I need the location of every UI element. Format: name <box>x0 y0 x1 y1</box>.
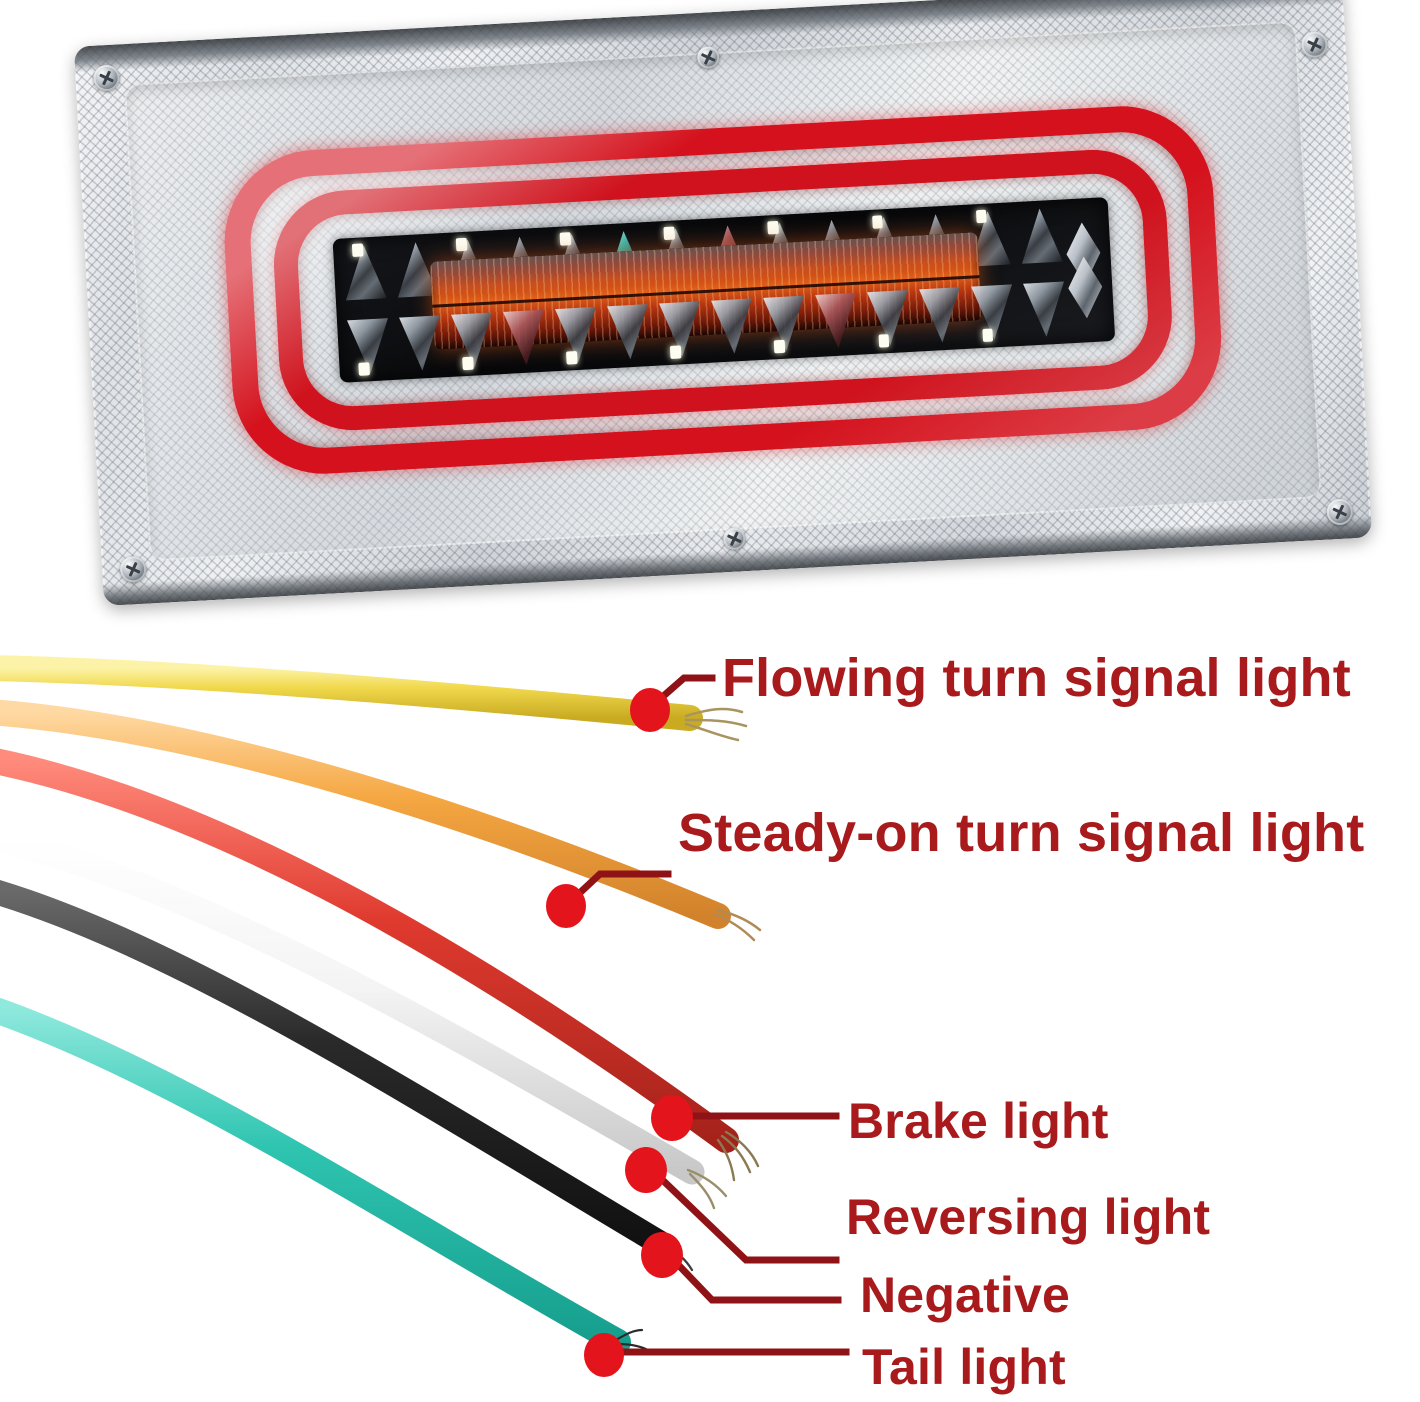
marker-reversing <box>625 1147 667 1193</box>
marker-brake <box>651 1095 693 1141</box>
inner-lens-step <box>123 20 1323 562</box>
chrome-arrow-icon <box>1067 256 1104 320</box>
leader-lines <box>565 674 850 1356</box>
callout-label-flowing: Flowing turn signal light <box>722 648 1351 708</box>
wire-harness-diagram <box>0 655 850 1377</box>
wire-white-strands <box>686 1168 728 1210</box>
prism-reflector <box>863 286 915 351</box>
prism-reflector <box>967 280 1019 345</box>
wire-white <box>0 827 705 1185</box>
wire-orange-strands <box>712 908 762 942</box>
wire-red <box>0 748 739 1153</box>
wire-markers <box>546 688 693 1377</box>
callout-label-tail: Tail light <box>862 1339 1066 1395</box>
prism-reflector <box>811 289 863 354</box>
prism-reflector <box>759 291 811 356</box>
chrome-arrow-column <box>1062 205 1109 335</box>
prism-reflector <box>447 308 499 373</box>
lamp-body <box>73 0 1373 606</box>
wire-black <box>0 880 681 1261</box>
callout-label-reversing: Reversing light <box>846 1189 1211 1245</box>
callout-label-steady-on: Steady-on turn signal light <box>678 803 1365 863</box>
prism-reflector <box>1019 277 1071 342</box>
prism-reflector <box>655 297 707 362</box>
leader-negative <box>661 1247 842 1304</box>
leader-reversing <box>645 1163 840 1264</box>
wire-yellow <box>0 655 703 731</box>
prism-reflector <box>551 303 603 368</box>
marker-steady <box>546 884 586 928</box>
marker-negative <box>641 1232 683 1278</box>
prism-reflector <box>343 314 395 379</box>
wire-red-strands <box>716 1130 760 1182</box>
marker-tail <box>584 1333 624 1377</box>
prism-reflector <box>499 305 551 370</box>
prism-reflector <box>1015 203 1067 268</box>
prism-reflector <box>603 300 655 365</box>
prism-reflector <box>339 240 391 305</box>
wire-yellow-strands <box>684 707 748 742</box>
prism-reflector <box>915 283 967 348</box>
callout-label-brake: Brake light <box>848 1093 1109 1149</box>
wire-teal <box>0 997 631 1355</box>
outer-lens-bezel <box>73 0 1373 606</box>
prism-reflector <box>707 294 759 359</box>
marker-flowing <box>630 688 670 732</box>
callout-label-negative: Negative <box>860 1267 1071 1323</box>
prism-reflector <box>395 311 447 376</box>
tail-light-assembly <box>60 0 1380 614</box>
